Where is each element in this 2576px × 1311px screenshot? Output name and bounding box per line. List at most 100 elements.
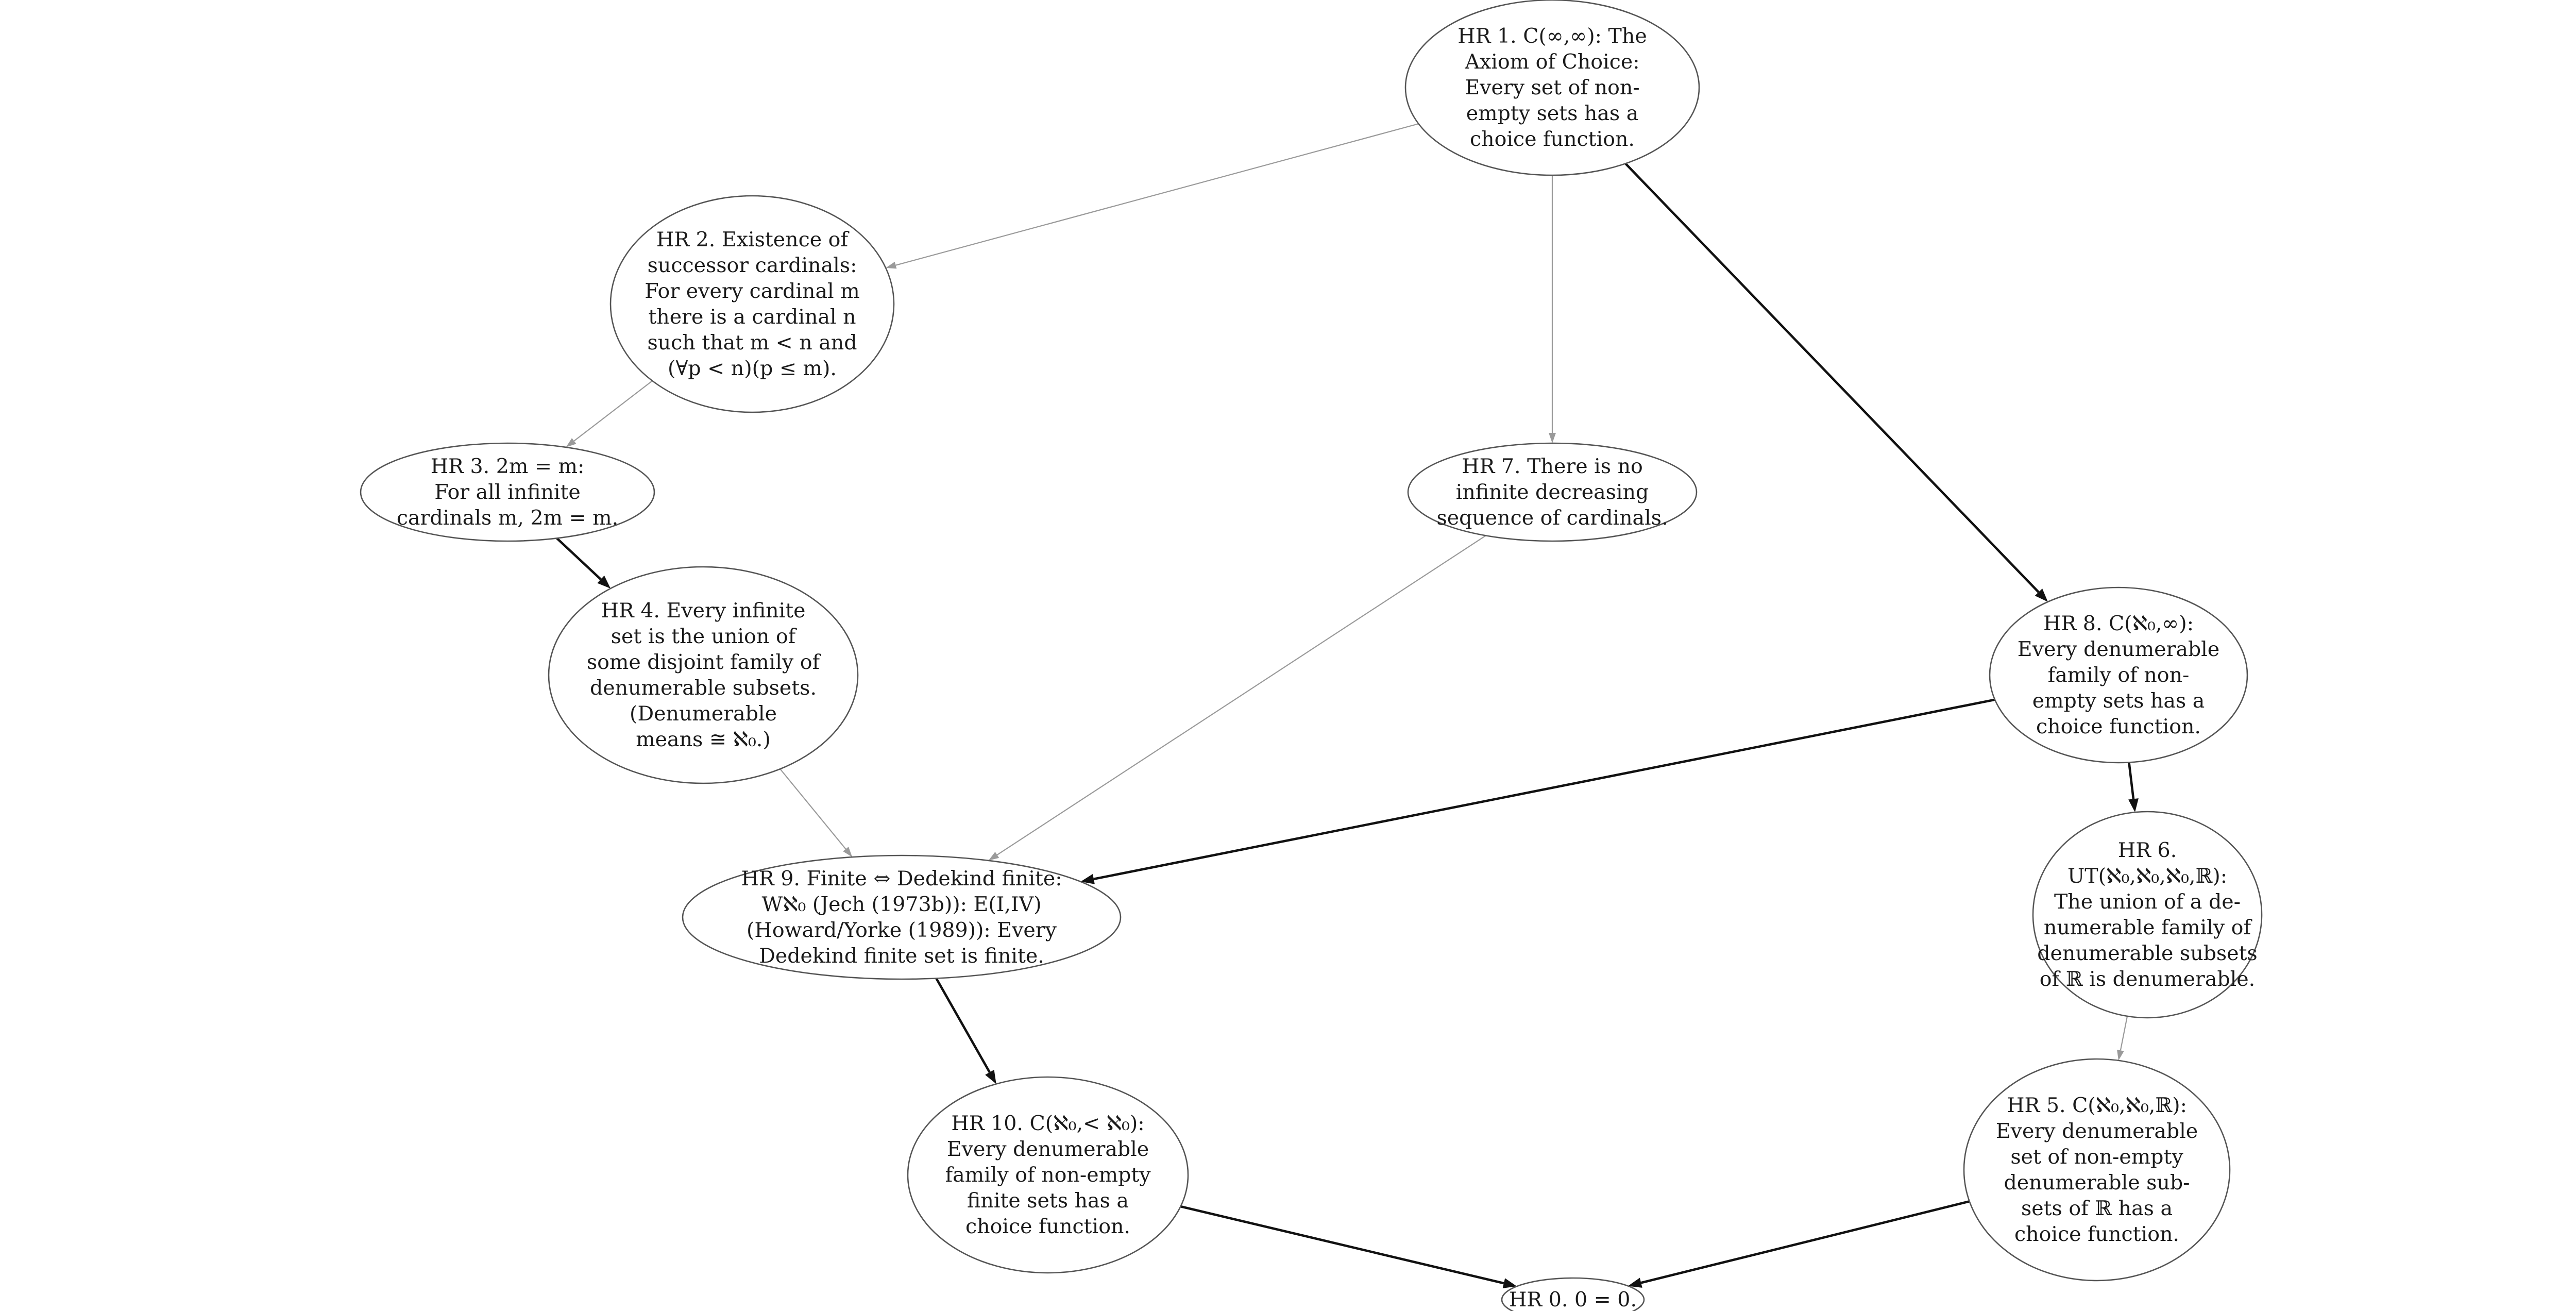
- node-label-line: some disjoint family of: [587, 650, 821, 674]
- node-label-line: means ≅ ℵ₀.): [636, 728, 771, 751]
- edge-hr4-to-hr9: [779, 768, 853, 858]
- arrowhead-icon: [597, 575, 611, 589]
- node-hr6: HR 6.UT(ℵ₀,ℵ₀,ℵ₀,ℝ):The union of a de-nu…: [2032, 811, 2263, 1019]
- arrowhead-icon: [985, 1069, 996, 1084]
- edge-line: [556, 537, 602, 580]
- node-label-line: choice function.: [965, 1215, 1130, 1238]
- edge-hr8-to-hr9: [1080, 698, 1995, 884]
- edge-hr8-to-hr6: [2128, 762, 2139, 813]
- node-hr9: HR 9. Finite ⇔ Dedekind finite:Wℵ₀ (Jech…: [682, 854, 1122, 980]
- node-ellipse: [609, 195, 895, 413]
- node-label-line: set is the union of: [611, 625, 797, 648]
- node-label-line: choice function.: [2036, 715, 2201, 738]
- node-label-line: set of non-empty: [2010, 1145, 2183, 1169]
- node-label-line: (Howard/Yorke (1989)): Every: [747, 918, 1057, 942]
- arrowhead-icon: [2128, 798, 2139, 813]
- node-label-line: HR 0. 0 = 0.: [1509, 1288, 1637, 1311]
- node-label-line: family of non-empty: [945, 1163, 1151, 1187]
- node-label-line: Every denumerable: [947, 1137, 1149, 1161]
- node-label-line: such that m < n and: [647, 331, 857, 355]
- edge-hr2-to-hr3: [566, 380, 653, 447]
- node-label-line: numerable family of: [2044, 916, 2252, 939]
- node-label-line: Every denumerable: [1996, 1119, 2198, 1143]
- edge-hr5-to-hr0: [1628, 1200, 1970, 1288]
- edge-hr3-to-hr4: [556, 537, 611, 589]
- edge-line: [779, 768, 846, 850]
- node-label-line: HR 3. 2m = m:: [431, 455, 585, 478]
- node-label-line: The union of a de-: [2054, 890, 2241, 914]
- node-label-line: finite sets has a: [967, 1189, 1129, 1213]
- node-ellipse: [360, 442, 655, 542]
- arrowhead-icon: [1080, 873, 1095, 884]
- edge-line: [1624, 162, 2040, 593]
- arrowhead-icon: [886, 261, 897, 269]
- node-label-line: choice function.: [2014, 1222, 2179, 1246]
- node-label-line: there is a cardinal n: [648, 305, 856, 329]
- node-label-line: HR 9. Finite ⇔ Dedekind finite:: [741, 867, 1062, 890]
- node-ellipse: [1989, 586, 2248, 764]
- node-label-line: family of non-: [2048, 663, 2190, 687]
- node-label-line: denumerable sub-: [2004, 1171, 2190, 1195]
- edge-hr9-to-hr10: [935, 978, 996, 1084]
- node-label-line: HR 6.: [2118, 838, 2177, 862]
- edge-hr10-to-hr0: [1180, 1205, 1517, 1288]
- node-ellipse: [1404, 0, 1700, 176]
- node-ellipse: [682, 854, 1122, 980]
- node-ellipse: [1407, 442, 1698, 542]
- node-ellipse: [907, 1076, 1189, 1274]
- arrowhead-icon: [1502, 1278, 1517, 1288]
- arrowhead-icon: [988, 852, 999, 861]
- arrowhead-icon: [843, 847, 853, 858]
- arrowhead-icon: [566, 438, 577, 447]
- node-label-line: empty sets has a: [2032, 689, 2205, 713]
- node-hr10: HR 10. C(ℵ₀,< ℵ₀):Every denumerablefamil…: [907, 1076, 1189, 1274]
- edge-hr1-to-hr2: [886, 123, 1419, 269]
- node-label-line: HR 1. C(∞,∞): The: [1458, 24, 1647, 48]
- edges-layer: [556, 123, 2139, 1288]
- node-hr0: HR 0. 0 = 0.: [1501, 1277, 1645, 1311]
- arrowhead-icon: [2117, 1049, 2124, 1061]
- node-label-line: (∀p < n)(p ≤ m).: [668, 357, 837, 380]
- edge-line: [573, 380, 653, 442]
- node-label-line: (Denumerable: [630, 702, 777, 726]
- node-label-line: cardinals m, 2m = m.: [397, 506, 618, 530]
- node-label-line: UT(ℵ₀,ℵ₀,ℵ₀,ℝ):: [2067, 864, 2227, 888]
- edge-line: [1093, 698, 1995, 881]
- node-ellipse: [2032, 811, 2263, 1019]
- node-label-line: HR 5. C(ℵ₀,ℵ₀,ℝ):: [2007, 1094, 2187, 1117]
- edge-line: [2128, 762, 2135, 799]
- edge-line: [1180, 1205, 1504, 1285]
- arrowhead-icon: [2035, 589, 2048, 602]
- edge-line: [2120, 1016, 2128, 1051]
- node-label-line: HR 10. C(ℵ₀,< ℵ₀):: [951, 1112, 1144, 1135]
- edge-line: [996, 535, 1486, 855]
- node-label-line: infinite decreasing: [1456, 480, 1649, 504]
- edge-hr7-to-hr9: [988, 535, 1486, 861]
- edge-hr1-to-hr8: [1624, 162, 2048, 602]
- node-label-line: For all infinite: [434, 480, 581, 504]
- node-ellipse: [1963, 1058, 2231, 1282]
- node-label-line: HR 2. Existence of: [656, 228, 850, 251]
- node-label-line: Every denumerable: [2018, 637, 2219, 661]
- edge-line: [1640, 1200, 1970, 1284]
- node-label-line: sequence of cardinals.: [1436, 506, 1668, 530]
- node-label-line: of ℝ is denumerable.: [2040, 967, 2255, 991]
- edge-hr1-to-hr7: [1549, 175, 1556, 443]
- arrowhead-icon: [1549, 433, 1556, 443]
- node-label-line: empty sets has a: [1466, 102, 1639, 125]
- node-label-line: HR 7. There is no: [1462, 455, 1643, 478]
- node-label-line: HR 8. C(ℵ₀,∞):: [2043, 612, 2194, 635]
- node-label-line: Dedekind finite set is finite.: [759, 944, 1044, 968]
- node-label-line: choice function.: [1470, 127, 1635, 151]
- node-label-line: For every cardinal m: [645, 279, 859, 303]
- node-label-line: Every set of non-: [1465, 76, 1639, 99]
- node-ellipse: [1501, 1277, 1645, 1311]
